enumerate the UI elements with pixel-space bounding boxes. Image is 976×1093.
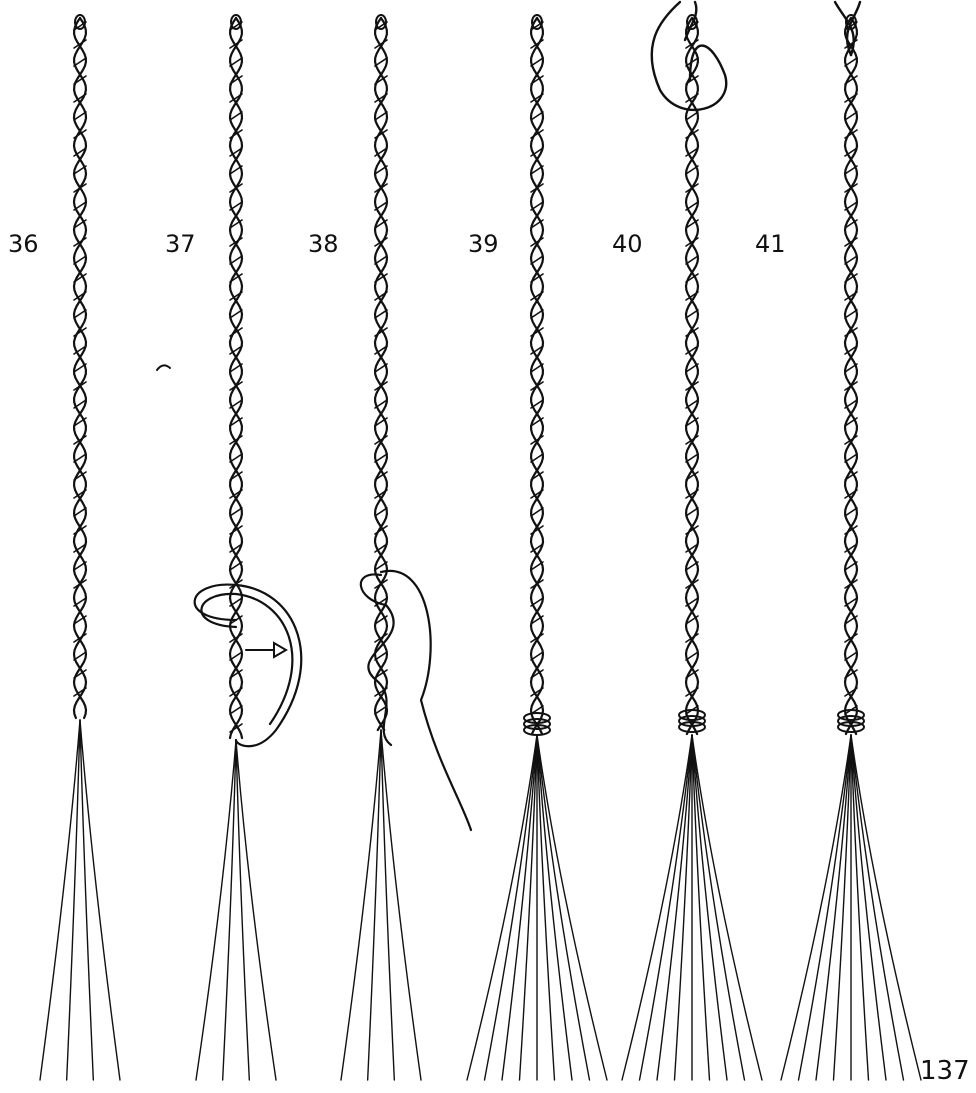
- cords-layer: [40, 15, 921, 1080]
- twist-mark: [686, 508, 698, 516]
- twist-mark: [686, 310, 698, 318]
- twist-mark: [230, 184, 242, 192]
- figure-label-40: 40: [612, 232, 643, 256]
- twist-mark: [74, 382, 86, 390]
- twist-mark: [230, 706, 242, 714]
- loose-strand: [223, 740, 236, 1080]
- twist-mark: [531, 184, 543, 192]
- twist-mark: [845, 112, 857, 120]
- direction-arrow-head: [274, 643, 286, 657]
- figure-label-36: 36: [8, 232, 39, 256]
- twist-mark: [686, 382, 698, 390]
- twist-mark: [230, 310, 242, 318]
- working-loop-inner: [201, 594, 292, 724]
- step-38: [341, 15, 471, 1080]
- twist-mark: [531, 310, 543, 318]
- loose-strand: [467, 735, 537, 1080]
- stray-mark: [157, 365, 170, 370]
- extras-layer: [157, 2, 860, 657]
- twist-mark: [375, 508, 387, 516]
- twist-mark: [375, 310, 387, 318]
- twist-mark: [375, 184, 387, 192]
- twist-mark: [74, 310, 86, 318]
- twist-mark: [845, 184, 857, 192]
- wrapping-tail: [381, 571, 471, 830]
- loose-strand: [80, 720, 93, 1080]
- twist-mark: [375, 382, 387, 390]
- twist-mark: [531, 382, 543, 390]
- loose-strand: [381, 730, 394, 1080]
- twist-mark: [845, 508, 857, 516]
- working-loop: [195, 585, 302, 747]
- twist-mark: [686, 184, 698, 192]
- figure-label-37: 37: [165, 232, 196, 256]
- twist-mark: [230, 382, 242, 390]
- twist-mark: [74, 508, 86, 516]
- twist-mark: [845, 310, 857, 318]
- twist-mark: [230, 508, 242, 516]
- twist-mark: [375, 112, 387, 120]
- twist-mark: [74, 112, 86, 120]
- twist-mark: [845, 382, 857, 390]
- figure-label-41: 41: [755, 232, 786, 256]
- twist-mark: [686, 112, 698, 120]
- loose-strand: [851, 735, 921, 1080]
- loose-strand: [692, 735, 762, 1080]
- step-37: [195, 15, 302, 1080]
- step-41: [781, 15, 921, 1080]
- loose-strand: [368, 730, 381, 1080]
- twist-mark: [74, 580, 86, 588]
- loose-strand: [781, 735, 851, 1080]
- twist-mark: [375, 580, 387, 588]
- twist-mark: [531, 580, 543, 588]
- twist-mark: [74, 184, 86, 192]
- loose-strand: [236, 740, 249, 1080]
- twist-mark: [845, 580, 857, 588]
- twist-mark: [531, 112, 543, 120]
- twist-mark: [531, 508, 543, 516]
- loose-strand: [537, 735, 607, 1080]
- loose-strand: [622, 735, 692, 1080]
- overhand-loop-40: [652, 2, 726, 110]
- figure-label-38: 38: [308, 232, 339, 256]
- step-39: [467, 15, 607, 1080]
- twist-mark: [686, 580, 698, 588]
- page-number: 137: [920, 1058, 970, 1084]
- step-36: [40, 15, 120, 1080]
- figure-label-39: 39: [468, 232, 499, 256]
- step-40: [622, 15, 762, 1080]
- twist-mark: [230, 112, 242, 120]
- loose-strand: [67, 720, 80, 1080]
